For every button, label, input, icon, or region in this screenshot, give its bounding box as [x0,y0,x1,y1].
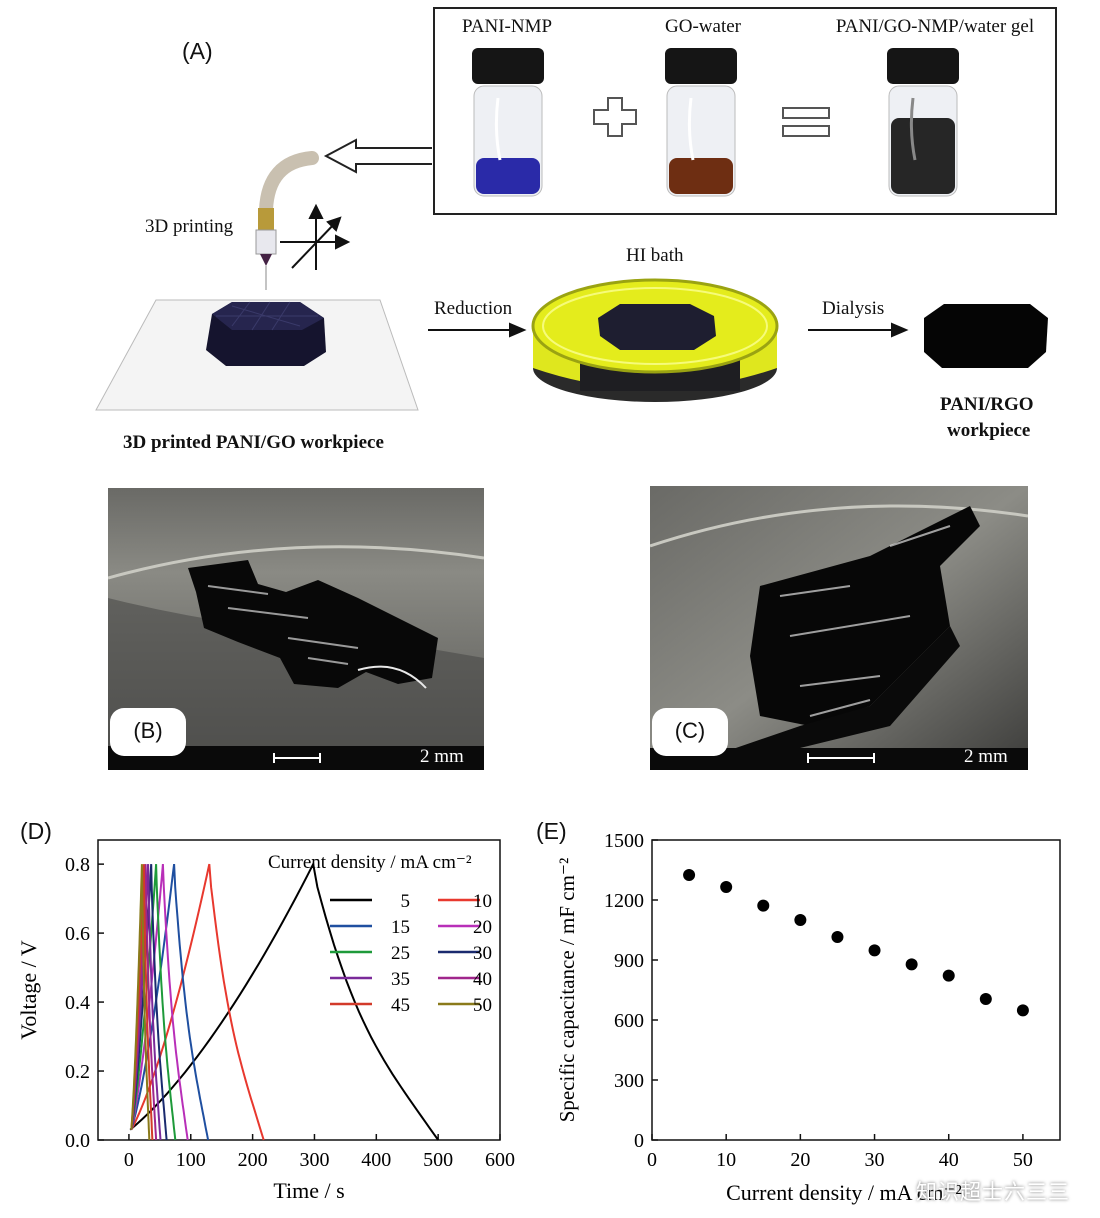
panel-d-letter: (D) [20,818,52,844]
series-line-25 [130,864,177,1141]
legend-label-40: 40 [473,969,492,990]
y-axis-label: Specific capacitance / mF cm⁻² [555,858,579,1123]
panel-c-scale: 2 mm [964,746,1008,767]
panel-e-letter: (E) [536,818,567,844]
data-point [831,931,844,943]
legend-label-25: 25 [391,943,410,964]
x-tick-label: 0 [124,1149,134,1171]
y-tick-label: 300 [614,1070,644,1092]
printed-workpiece [206,301,326,366]
watermark-text: 知识超士六三三 [916,1180,1070,1204]
legend-label-10: 10 [473,891,492,912]
data-point [979,993,992,1005]
data-point [905,958,918,971]
data-point [794,914,807,926]
data-point [942,969,955,982]
y-tick-label: 0.4 [65,992,90,1014]
legend-label-20: 20 [473,917,492,938]
x-axis-label: Time / s [273,1178,344,1203]
x-tick-label: 0 [647,1149,657,1171]
workpiece-label: 3D printed PANI/GO workpiece [123,432,384,453]
final-workpiece [924,304,1048,368]
vial-label-gel: PANI/GO-NMP/water gel [835,16,1035,37]
x-tick-label: 200 [238,1149,268,1171]
panel-b-letter: (B) [110,708,186,756]
printing-label: 3D printing [145,216,234,237]
equals-symbol [782,107,830,137]
y-tick-label: 0.6 [65,923,90,945]
x-tick-label: 50 [1013,1149,1033,1171]
data-point [868,944,881,957]
x-axis-label: Current density / mA cm⁻² [726,1180,962,1205]
panel-a: (A) PANI-NMP GO-water PANI/GO-NMP/water … [0,0,1100,470]
final-label-line1: PANI/RGO [940,394,1034,415]
y-tick-label: 0.8 [65,854,90,876]
plus-symbol [593,97,637,137]
legend-label-30: 30 [473,943,492,964]
panel-a-letter: (A) [182,38,213,64]
legend-title: Current density / mA cm⁻² [268,852,472,873]
y-tick-label: 0.0 [65,1130,90,1152]
vial-pani-nmp [472,48,544,197]
x-tick-label: 300 [299,1149,329,1171]
y-tick-label: 600 [614,1010,644,1032]
final-label-line2: workpiece [947,420,1031,441]
panel-b-scale: 2 mm [420,746,464,767]
panel-c-letter: (C) [652,708,728,756]
data-point [757,899,770,912]
y-tick-label: 0.2 [65,1061,90,1083]
reduction-arrow [428,322,527,338]
legend-label-50: 50 [473,995,492,1016]
reduction-label: Reduction [434,298,513,319]
plot-frame [651,839,1061,1141]
y-tick-label: 1500 [604,830,644,852]
vial-label-go-water: GO-water [665,16,741,37]
feed-arrow [323,138,432,174]
xyz-axes-icon [280,203,351,270]
y-axis-label: Voltage / V [16,940,41,1040]
x-tick-label: 30 [865,1149,885,1171]
y-tick-label: 1200 [604,890,644,912]
print-nozzle [255,151,319,290]
vial-label-pani-nmp: PANI-NMP [461,16,553,37]
legend-label-5: 5 [401,891,411,912]
x-tick-label: 400 [361,1149,391,1171]
series-line-10 [130,863,265,1141]
x-tick-label: 500 [423,1149,453,1171]
vials-illustration [95,48,1048,411]
vial-go-water [665,48,737,197]
data-point [720,881,733,893]
data-point [683,869,696,881]
legend-label-45: 45 [391,995,410,1016]
series-line-50 [130,864,151,1141]
series-line-5 [129,861,440,1141]
hi-bath [531,278,779,402]
vials-inset-box [433,7,1057,215]
dialysis-arrow [808,322,909,338]
y-tick-label: 0 [634,1130,644,1152]
vial-gel [887,48,959,197]
x-tick-label: 100 [176,1149,206,1171]
data-point [1016,1004,1029,1017]
x-tick-label: 600 [485,1149,515,1171]
x-tick-label: 40 [939,1149,959,1171]
y-tick-label: 900 [614,950,644,972]
x-tick-label: 10 [716,1149,736,1171]
bath-label: HI bath [626,245,684,266]
dialysis-label: Dialysis [822,298,885,319]
x-tick-label: 20 [790,1149,810,1171]
legend-label-35: 35 [391,969,410,990]
series-line-20 [130,864,189,1141]
legend-label-15: 15 [391,917,410,938]
plot-frame [97,839,501,1141]
